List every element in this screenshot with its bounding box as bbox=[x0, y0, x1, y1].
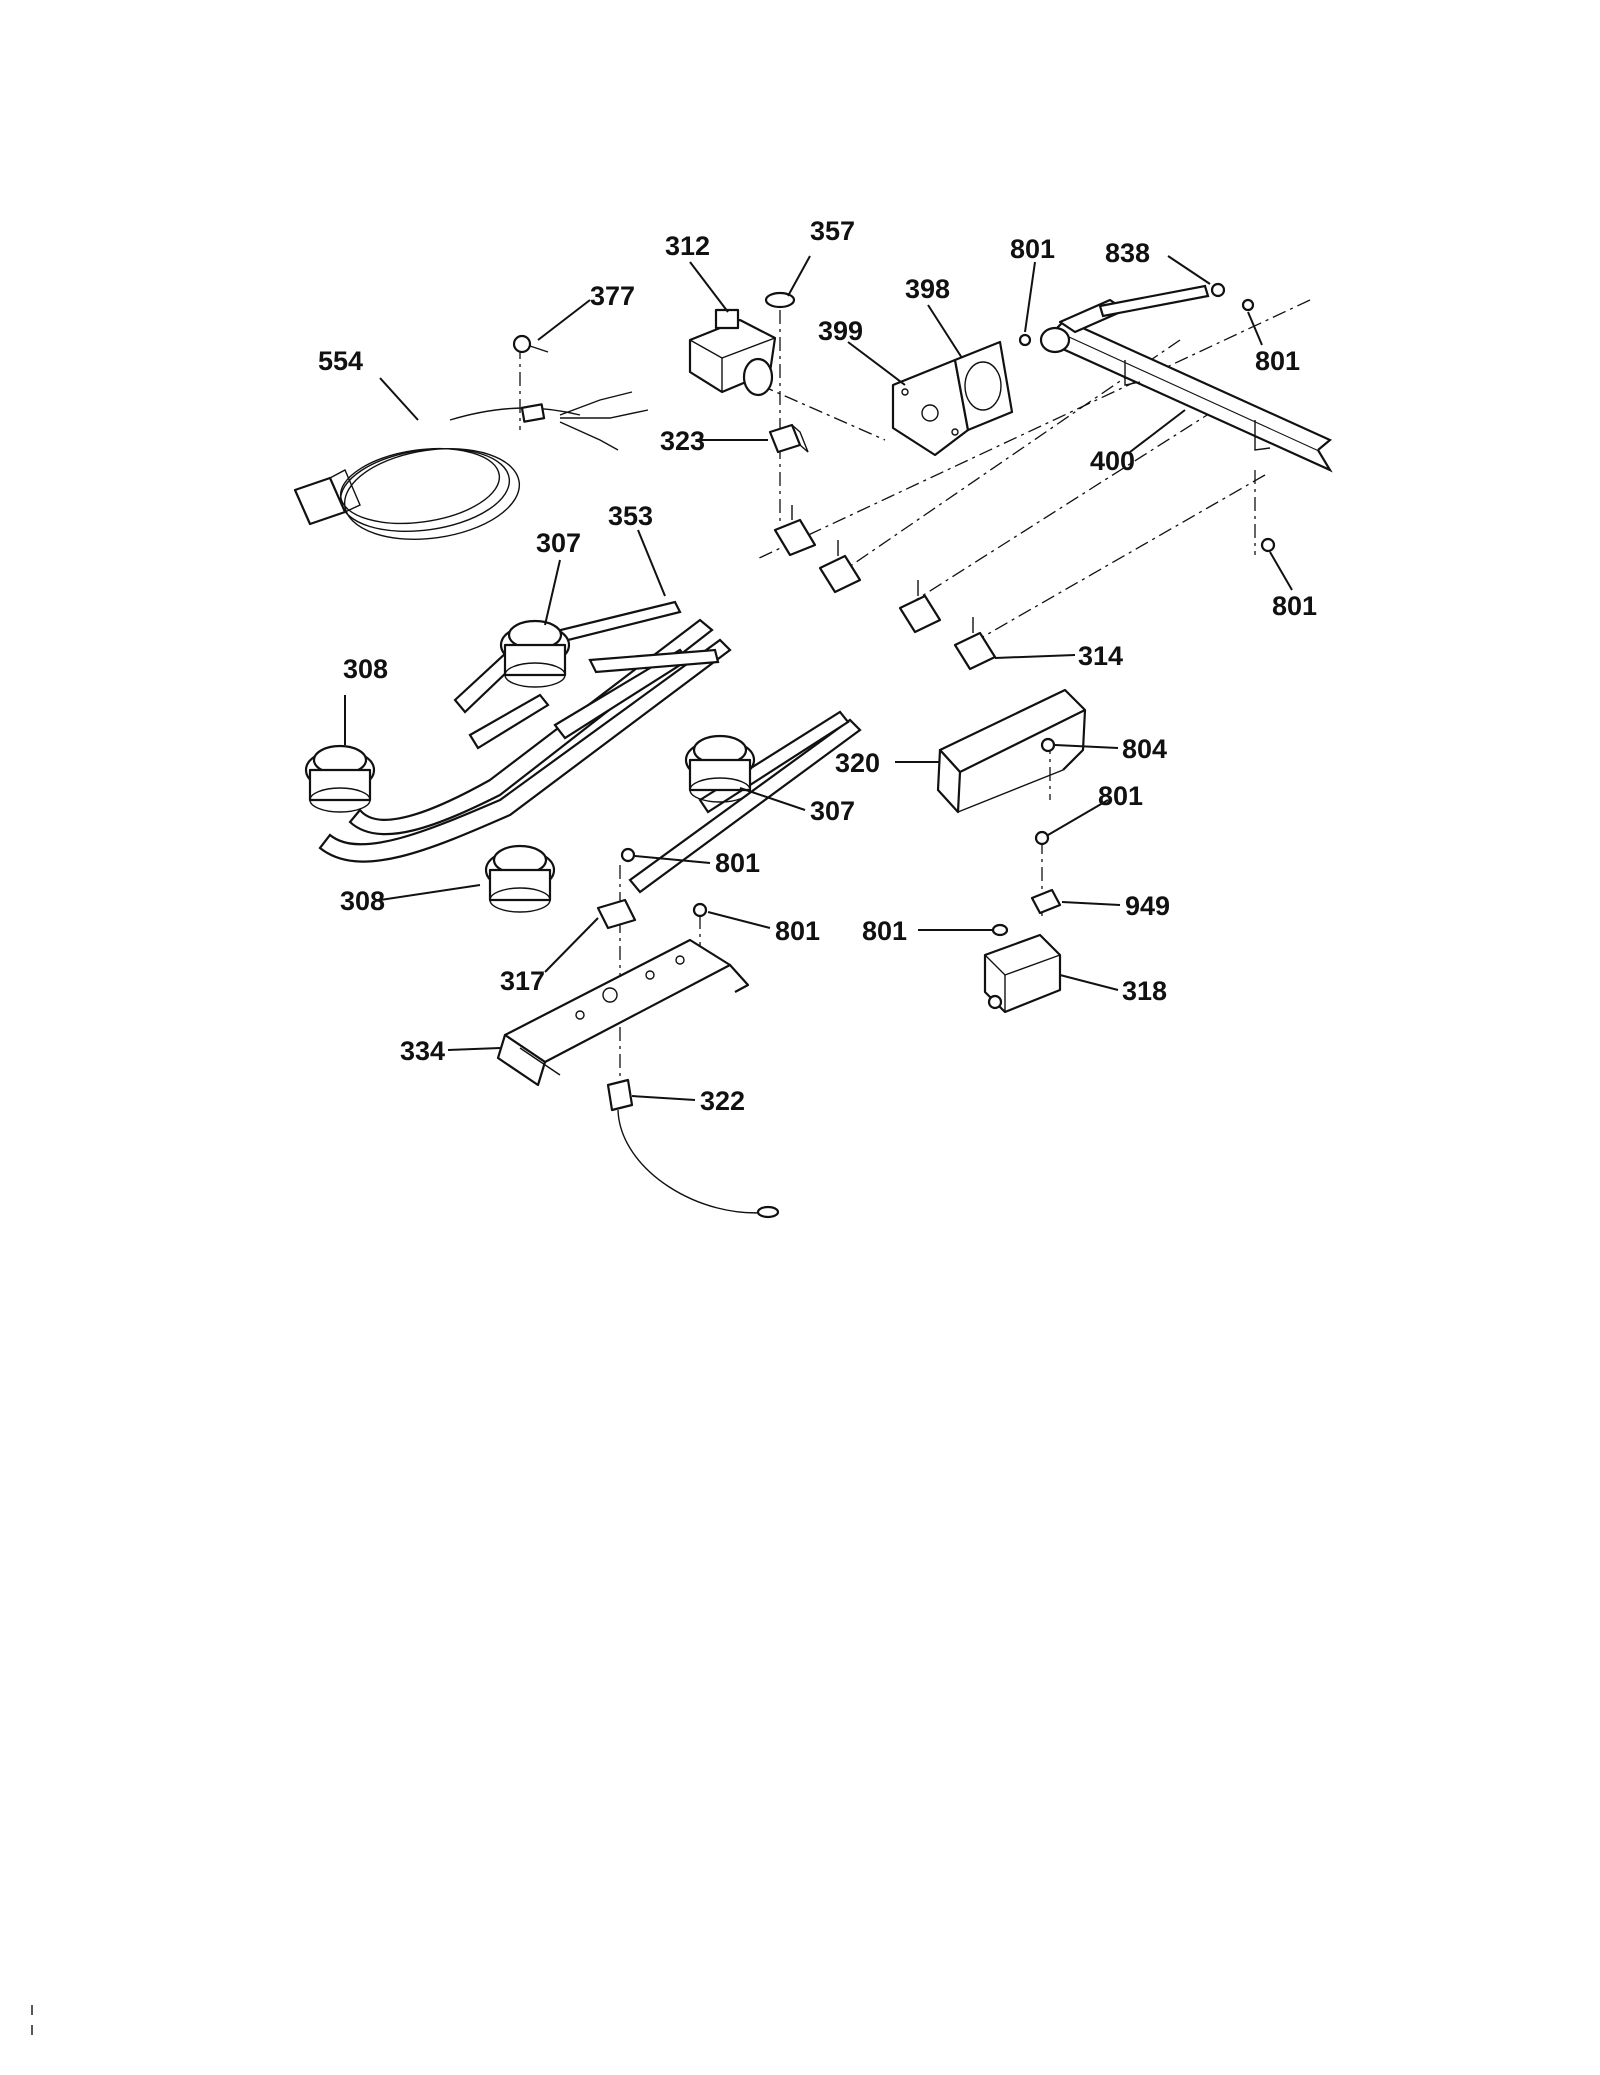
shield-320 bbox=[936, 688, 1087, 814]
callout-318: 318 bbox=[1122, 976, 1167, 1006]
callout-314: 314 bbox=[1078, 641, 1123, 671]
wire-harness-554 bbox=[293, 391, 649, 540]
callout-801-right: 801 bbox=[1255, 346, 1300, 376]
callout-357: 357 bbox=[810, 216, 855, 246]
spark-module-318 bbox=[983, 933, 1062, 1014]
screw-838 bbox=[1210, 282, 1226, 298]
callout-801-center: 801 bbox=[775, 916, 820, 946]
screw-801-center bbox=[692, 902, 708, 918]
callout-307-upper: 307 bbox=[536, 528, 581, 558]
burner-head-308-lower bbox=[484, 844, 556, 913]
callout-801-mid-right: 801 bbox=[1098, 781, 1143, 811]
leader-lines bbox=[344, 255, 1293, 1101]
callout-308-lower: 308 bbox=[340, 886, 385, 916]
mounting-bracket-334 bbox=[496, 938, 750, 1087]
ignitor-lead-322 bbox=[606, 1078, 780, 1219]
callout-353: 353 bbox=[608, 501, 653, 531]
callout-312: 312 bbox=[665, 231, 710, 261]
screw-801-top bbox=[1018, 333, 1032, 347]
screw-801-left-center bbox=[620, 847, 636, 863]
clip-317 bbox=[596, 898, 637, 930]
callout-400: 400 bbox=[1090, 446, 1135, 476]
callout-399: 399 bbox=[818, 316, 863, 346]
clip-323 bbox=[768, 423, 809, 454]
gasket-398 bbox=[953, 340, 1014, 432]
screw-801-lower-right bbox=[1260, 537, 1276, 553]
callout-804: 804 bbox=[1122, 734, 1167, 764]
ground-screw-377 bbox=[512, 334, 549, 354]
callout-377: 377 bbox=[590, 281, 635, 311]
washer-357 bbox=[764, 291, 796, 309]
callout-labels: 554 377 312 357 399 398 801 838 801 323 … bbox=[318, 216, 1317, 1116]
callout-317: 317 bbox=[500, 966, 545, 996]
burner-head-307-upper bbox=[499, 619, 571, 688]
burner-head-308-upper bbox=[304, 744, 376, 813]
callout-838: 838 bbox=[1105, 238, 1150, 268]
callout-323: 323 bbox=[660, 426, 705, 456]
callout-801-lower-right: 801 bbox=[1272, 591, 1317, 621]
callout-801-top: 801 bbox=[1010, 234, 1055, 264]
callout-322: 322 bbox=[700, 1086, 745, 1116]
callout-554: 554 bbox=[318, 346, 363, 376]
callout-398: 398 bbox=[905, 274, 950, 304]
screw-801-mid-right bbox=[1034, 830, 1050, 846]
pressure-regulator-312 bbox=[688, 308, 777, 397]
bracket-399 bbox=[891, 358, 970, 457]
callout-320: 320 bbox=[835, 748, 880, 778]
callout-308-upper: 308 bbox=[343, 654, 388, 684]
callout-801-left-ignitor: 801 bbox=[862, 916, 907, 946]
callout-949: 949 bbox=[1125, 891, 1170, 921]
manifold-400 bbox=[1039, 284, 1333, 473]
callout-801-left-center: 801 bbox=[715, 848, 760, 878]
callout-334: 334 bbox=[400, 1036, 445, 1066]
burner-head-307-lower bbox=[684, 734, 756, 803]
screw-801-right bbox=[1241, 298, 1255, 312]
burner-valves bbox=[773, 505, 997, 671]
screw-801-left-of-ignitor bbox=[991, 923, 1009, 937]
burner-tubes bbox=[318, 600, 862, 894]
bracket-949 bbox=[1030, 888, 1062, 915]
screw-804 bbox=[1040, 737, 1056, 753]
callout-307-lower: 307 bbox=[810, 796, 855, 826]
